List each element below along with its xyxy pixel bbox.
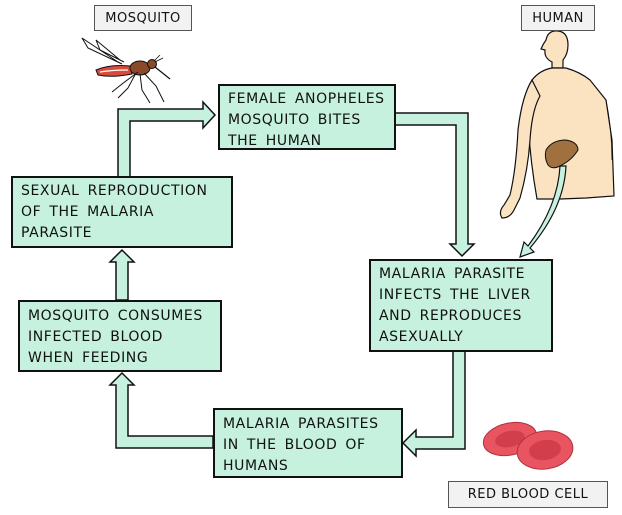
step-line: SEXUAL REPRODUCTION bbox=[21, 183, 208, 199]
mosquito-label: MOSQUITO bbox=[94, 5, 192, 31]
arrow-sexual-to-bite bbox=[117, 100, 217, 179]
step-female-anopheles-bites: FEMALE ANOPHELES MOSQUITO BITES THE HUMA… bbox=[218, 84, 396, 150]
human-label: HUMAN bbox=[521, 5, 595, 31]
mosquito-illustration bbox=[81, 37, 171, 104]
step-line: MALARIA PARASITE bbox=[379, 266, 526, 282]
arrow-consume-to-sexual bbox=[108, 248, 136, 301]
step-liver-infection: MALARIA PARASITE INFECTS THE LIVER AND R… bbox=[369, 259, 553, 352]
arrow-liver-to-blood bbox=[401, 350, 466, 458]
red-blood-cells-illustration bbox=[482, 421, 574, 470]
step-line: INFECTED BLOOD bbox=[28, 329, 164, 345]
red-blood-cell-label: RED BLOOD CELL bbox=[448, 481, 608, 508]
step-line: INFECTS THE LIVER bbox=[379, 287, 531, 303]
step-line: MOSQUITO CONSUMES bbox=[28, 308, 203, 324]
arrow-blood-to-consume bbox=[108, 371, 214, 449]
arrow-liver-curve bbox=[519, 165, 567, 258]
arrow-bite-to-liver bbox=[394, 112, 476, 258]
step-line: AND REPRODUCES bbox=[379, 308, 522, 324]
step-line: FEMALE ANOPHELES bbox=[228, 91, 385, 107]
step-line: WHEN FEEDING bbox=[28, 350, 149, 366]
liver-illustration bbox=[544, 139, 579, 169]
step-sexual-reproduction: SEXUAL REPRODUCTION OF THE MALARIA PARAS… bbox=[11, 176, 233, 248]
step-line: MOSQUITO BITES bbox=[228, 112, 361, 128]
step-line: PARASITE bbox=[21, 225, 93, 241]
step-line: THE HUMAN bbox=[228, 133, 322, 149]
step-line: ASEXUALLY bbox=[379, 329, 464, 345]
step-line: OF THE MALARIA bbox=[21, 204, 155, 220]
step-line: IN THE BLOOD OF bbox=[223, 437, 366, 453]
step-mosquito-consumes-blood: MOSQUITO CONSUMES INFECTED BLOOD WHEN FE… bbox=[18, 300, 222, 372]
step-line: HUMANS bbox=[223, 458, 289, 474]
step-line: MALARIA PARASITES bbox=[223, 416, 379, 432]
step-parasites-in-blood: MALARIA PARASITES IN THE BLOOD OF HUMANS bbox=[213, 408, 403, 478]
